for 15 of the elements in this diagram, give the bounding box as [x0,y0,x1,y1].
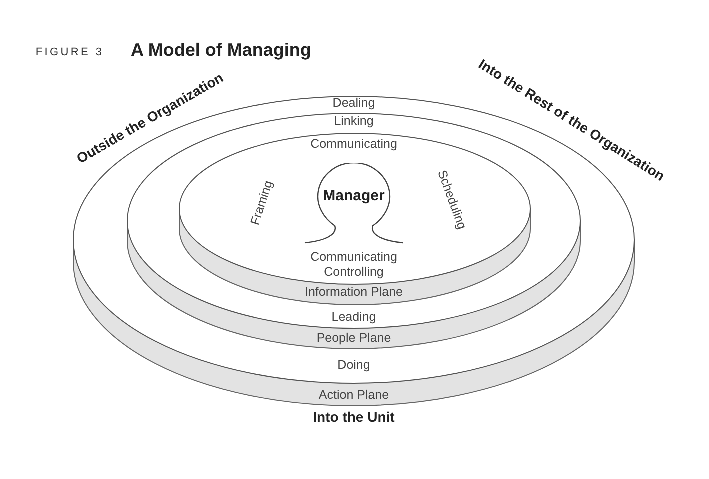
figure-title: A Model of Managing [131,41,312,59]
activity-label: Information Plane [305,286,403,298]
plane-disc [179,133,531,305]
activity-label: Dealing [332,96,376,110]
activity-label: Controlling [324,266,384,278]
activity-label: People Plane [316,332,392,344]
activity-label: Doing [338,358,370,372]
ring-label: Into the Unit [313,410,395,424]
figure-number: FIGURE 3 [36,48,104,58]
activity-label: Communicating [310,250,398,264]
activity-label: Action Plane [318,388,390,402]
manager-label: Manager [323,188,385,204]
activity-label: Linking [334,114,374,128]
activity-label: Communicating [310,138,398,150]
activity-label: Leading [332,310,376,324]
